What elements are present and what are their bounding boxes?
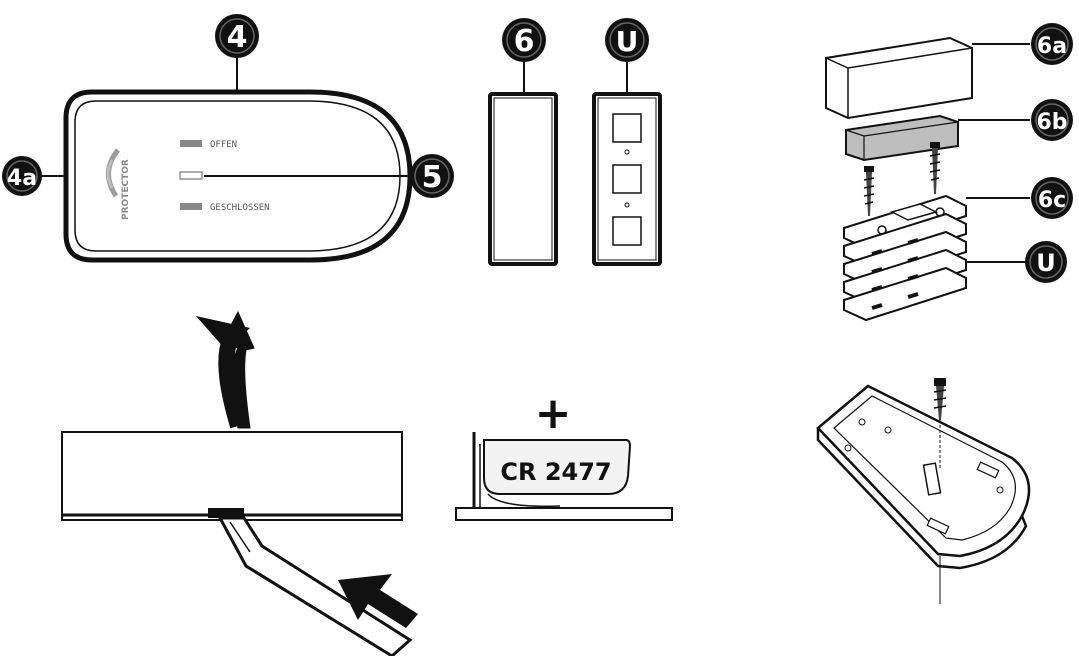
led-status-indicator — [179, 171, 203, 180]
magnet-exploded-view — [825, 36, 973, 322]
led-closed-indicator — [180, 203, 202, 210]
svg-text:6: 6 — [514, 24, 535, 59]
svg-text:U: U — [1036, 249, 1056, 277]
label-badge-u-stack: U — [1025, 241, 1067, 283]
label-badge-u-top: U — [605, 18, 649, 62]
lift-arrow-head — [196, 316, 250, 350]
led-open-label: OFFEN — [210, 140, 237, 150]
battery-polarity: + — [535, 388, 572, 439]
battery-type-label: CR 2477 — [500, 458, 611, 486]
label-badge-6a: 6a — [1031, 23, 1073, 65]
led-closed-label: GESCHLOSSEN — [210, 203, 270, 213]
svg-text:4a: 4a — [7, 166, 37, 191]
svg-text:5: 5 — [422, 160, 443, 195]
push-arrow-icon — [338, 574, 418, 628]
screwdriver-icon — [217, 516, 413, 656]
led-open-indicator — [180, 140, 202, 147]
label-badge-4: 4 — [215, 14, 259, 58]
brand-text: PROTECTOR — [121, 159, 131, 220]
label-badge-6b: 6b — [1031, 99, 1073, 141]
screw-icon — [863, 166, 875, 216]
screw-icon — [929, 142, 941, 194]
mounting-plate — [592, 92, 662, 266]
screw-icon — [933, 378, 947, 420]
svg-text:6a: 6a — [1037, 34, 1067, 59]
svg-text:6b: 6b — [1036, 110, 1067, 135]
svg-text:U: U — [616, 25, 639, 58]
label-badge-6c: 6c — [1031, 177, 1073, 219]
svg-text:4: 4 — [227, 20, 248, 55]
brand-logo: PROTECTOR — [106, 148, 131, 220]
housing-side-view — [61, 431, 403, 521]
magnet-part — [488, 92, 558, 266]
base-tray — [816, 384, 1031, 604]
label-badge-4a: 4a — [2, 156, 42, 196]
battery-insert: + CR 2477 — [455, 388, 673, 521]
label-badge-6: 6 — [502, 18, 546, 62]
svg-text:6c: 6c — [1038, 188, 1066, 213]
label-badge-5: 5 — [410, 154, 454, 198]
